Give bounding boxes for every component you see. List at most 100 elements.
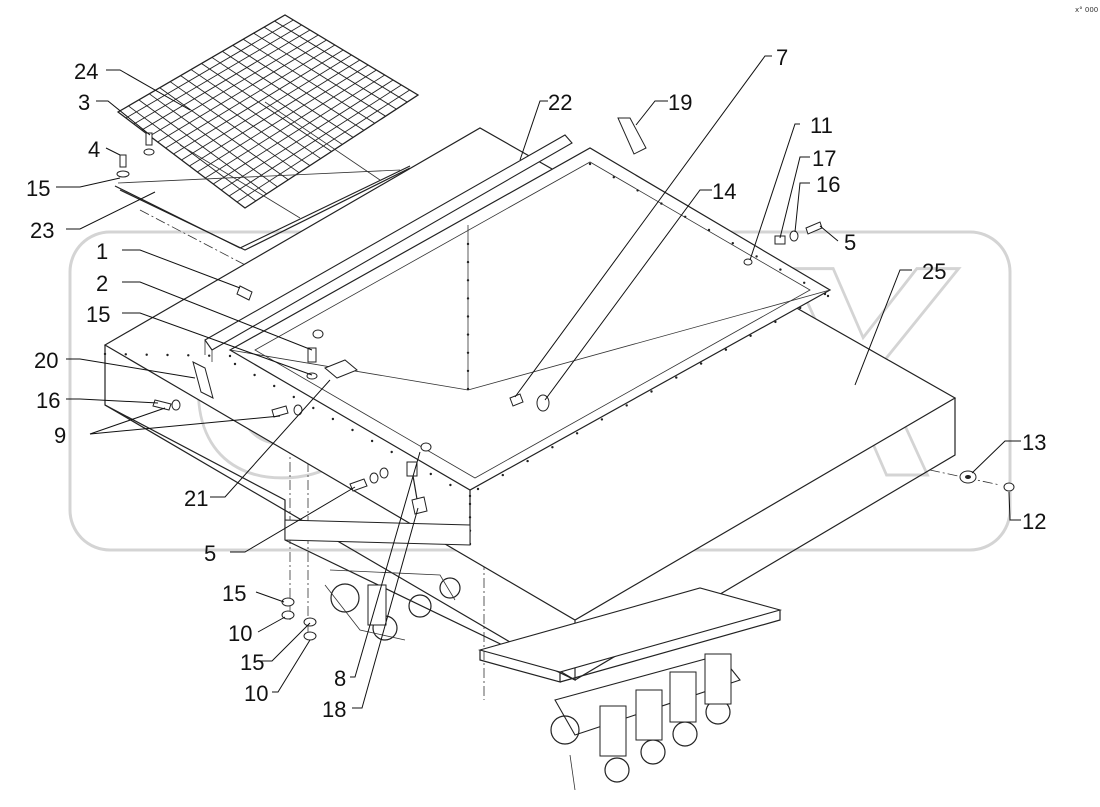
rivet-holes	[103, 162, 830, 546]
rivet-hole	[429, 472, 432, 476]
rivet-hole	[370, 439, 374, 443]
rivet-hole	[312, 406, 315, 410]
rivet-hole	[526, 459, 529, 463]
callout-25: 25	[922, 259, 946, 284]
mesh-line	[263, 26, 397, 110]
rivet-hole	[124, 353, 128, 356]
rivet-hole	[803, 281, 806, 284]
rivet-hole	[466, 333, 470, 336]
rivet-hole	[208, 354, 211, 357]
rivet-hole	[551, 446, 554, 449]
rivet-hole	[612, 176, 615, 179]
callout-21: 21	[184, 486, 208, 511]
rivet-hole	[292, 395, 295, 399]
callout-18: 18	[322, 697, 346, 722]
rivet-hole	[468, 516, 472, 519]
callout-9: 9	[54, 423, 66, 448]
mesh-line	[243, 38, 375, 124]
callout-14: 14	[712, 179, 736, 204]
rivet-hole	[466, 279, 470, 282]
mesh-screen	[116, 14, 420, 251]
rivet-hole	[749, 334, 752, 337]
rivet-hole	[145, 353, 148, 356]
rivet-hole	[466, 260, 470, 264]
rivet-hole	[233, 362, 237, 366]
rivet-hole	[707, 228, 711, 232]
rivet-hole	[351, 428, 354, 432]
rivet-hole	[731, 242, 734, 245]
callout-8: 8	[334, 666, 346, 691]
rivet-hole	[466, 242, 470, 246]
rivet-hole	[588, 162, 592, 166]
rivet-hole	[466, 315, 470, 318]
rivet-hole	[755, 255, 758, 258]
callout-2: 2	[96, 271, 108, 296]
rivet-hole	[684, 215, 687, 218]
callout-10-b: 10	[244, 681, 268, 706]
rivet-hole	[675, 376, 678, 379]
callout-13: 13	[1022, 430, 1046, 455]
mesh-line	[181, 54, 352, 161]
callout-20: 20	[34, 348, 58, 373]
callout-10-a: 10	[228, 621, 252, 646]
callout-5-b: 5	[844, 230, 856, 255]
rivet-hole	[625, 404, 628, 407]
callout-24: 24	[74, 59, 98, 84]
mesh-line	[228, 84, 402, 197]
callout-4: 4	[88, 137, 100, 162]
mesh-line	[211, 57, 343, 145]
rivet-hole	[187, 354, 190, 357]
mesh-line	[205, 69, 377, 179]
rivet-hole	[699, 362, 703, 365]
callout-15-d: 15	[240, 650, 264, 675]
rivet-hole	[600, 418, 604, 421]
rivet-hole	[476, 487, 480, 491]
rivet-hole	[468, 502, 472, 506]
rivet-hole	[724, 348, 728, 351]
mesh-line	[253, 32, 386, 117]
rivet-hole	[575, 432, 579, 435]
callout-11: 11	[810, 113, 833, 138]
callout-16-b: 16	[816, 172, 840, 197]
leader-lines	[56, 55, 1021, 709]
callout-3: 3	[78, 90, 90, 115]
rivet-hole	[449, 483, 452, 487]
mesh-line	[213, 74, 385, 185]
mesh-line	[220, 79, 394, 191]
mesh-line	[189, 59, 361, 167]
rivet-hole	[468, 494, 472, 498]
callout-15-b: 15	[86, 302, 110, 327]
callout-17: 17	[812, 146, 836, 171]
callout-23: 23	[30, 218, 54, 243]
corner-mark: x° 000	[1075, 6, 1098, 14]
rivet-hole	[466, 387, 470, 391]
rivet-hole	[823, 292, 827, 296]
rivet-hole	[228, 354, 232, 358]
rivet-hole	[650, 390, 653, 393]
callout-15-c: 15	[222, 581, 246, 606]
rivet-hole	[253, 373, 256, 377]
spreader-mechanism	[284, 519, 783, 791]
rivet-hole	[636, 189, 639, 192]
callout-7: 7	[776, 45, 788, 70]
rivet-hole	[273, 384, 276, 388]
callout-1: 1	[96, 239, 108, 264]
rivet-hole	[774, 320, 777, 324]
rivet-hole	[779, 268, 782, 271]
callout-19: 19	[668, 90, 692, 115]
callout-16-a: 16	[36, 388, 60, 413]
rivet-hole	[826, 294, 830, 298]
callout-22: 22	[548, 90, 572, 115]
rivet-hole	[466, 351, 470, 354]
mesh-line	[232, 44, 365, 131]
rivet-hole	[103, 352, 107, 356]
mesh-line	[274, 20, 408, 103]
mesh-line	[222, 50, 354, 138]
callout-numbers: 24 3 4 15 23 1 2 15 20 16 9 21 5 15 10 1…	[26, 45, 1046, 722]
hopper-body	[103, 127, 957, 682]
mesh-line	[197, 64, 369, 173]
rivet-hole	[501, 473, 504, 477]
rivet-hole	[331, 417, 335, 421]
